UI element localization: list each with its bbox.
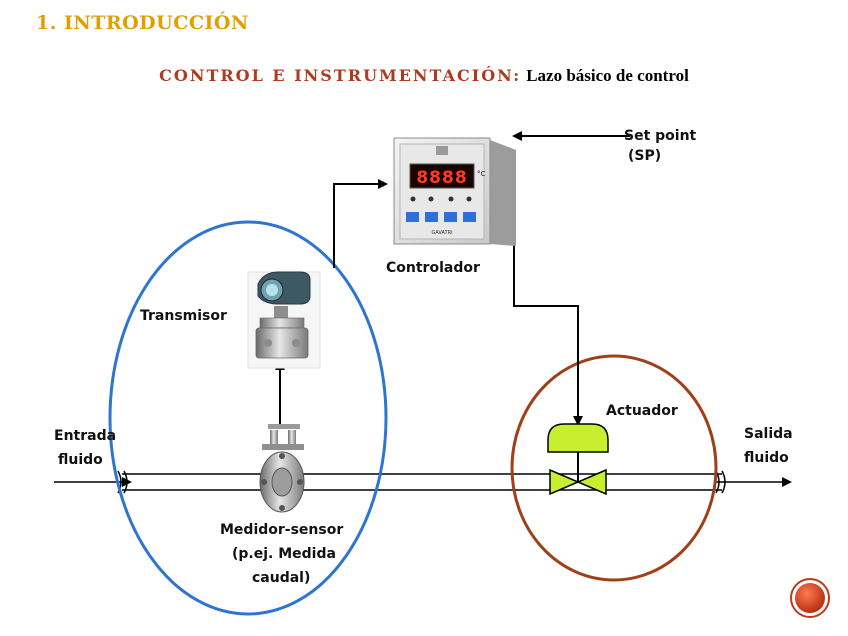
medidor-label-2: (p.ej. Medida: [232, 546, 336, 562]
transmisor-label: Transmisor: [140, 308, 227, 324]
signal-transmitter-to-controller: [333, 179, 388, 268]
set-point-label-1: Set point: [624, 128, 697, 144]
actuator-circle: [510, 354, 718, 582]
pipe: [117, 470, 726, 494]
controller-digits: 8888: [416, 168, 467, 188]
salida-label-1: Salida: [744, 426, 793, 442]
nav-orb-icon[interactable]: [790, 578, 830, 618]
set-point-label-2: (SP): [628, 148, 662, 164]
controller-unit: °C: [477, 170, 486, 178]
controller-brand: GAVATRI: [431, 230, 452, 236]
subtitle-black: Lazo básico de control: [526, 66, 689, 85]
entrada-label-2: fluido: [58, 452, 103, 468]
flow-sensor-icon: [259, 424, 305, 513]
slide-subtitle: CONTROL E INSTRUMENTACIÓN: Lazo básico d…: [0, 66, 848, 86]
sensor-transmitter-circle: [108, 220, 388, 616]
transmitter-icon: [247, 271, 321, 369]
signal-controller-to-actuator: [513, 186, 583, 426]
controller-icon: 8888 °C GAVATRI: [393, 137, 516, 246]
section-title: 1. INTRODUCCIÓN: [36, 12, 249, 34]
medidor-label-1: Medidor-sensor: [220, 522, 344, 538]
controlador-label: Controlador: [386, 260, 480, 276]
subtitle-red: CONTROL E INSTRUMENTACIÓN:: [159, 66, 522, 85]
salida-label-2: fluido: [744, 450, 789, 466]
medidor-label-3: caudal): [252, 570, 311, 586]
entrada-label-1: Entrada: [54, 428, 117, 444]
actuador-label: Actuador: [606, 403, 678, 419]
control-valve-icon: [547, 423, 609, 496]
